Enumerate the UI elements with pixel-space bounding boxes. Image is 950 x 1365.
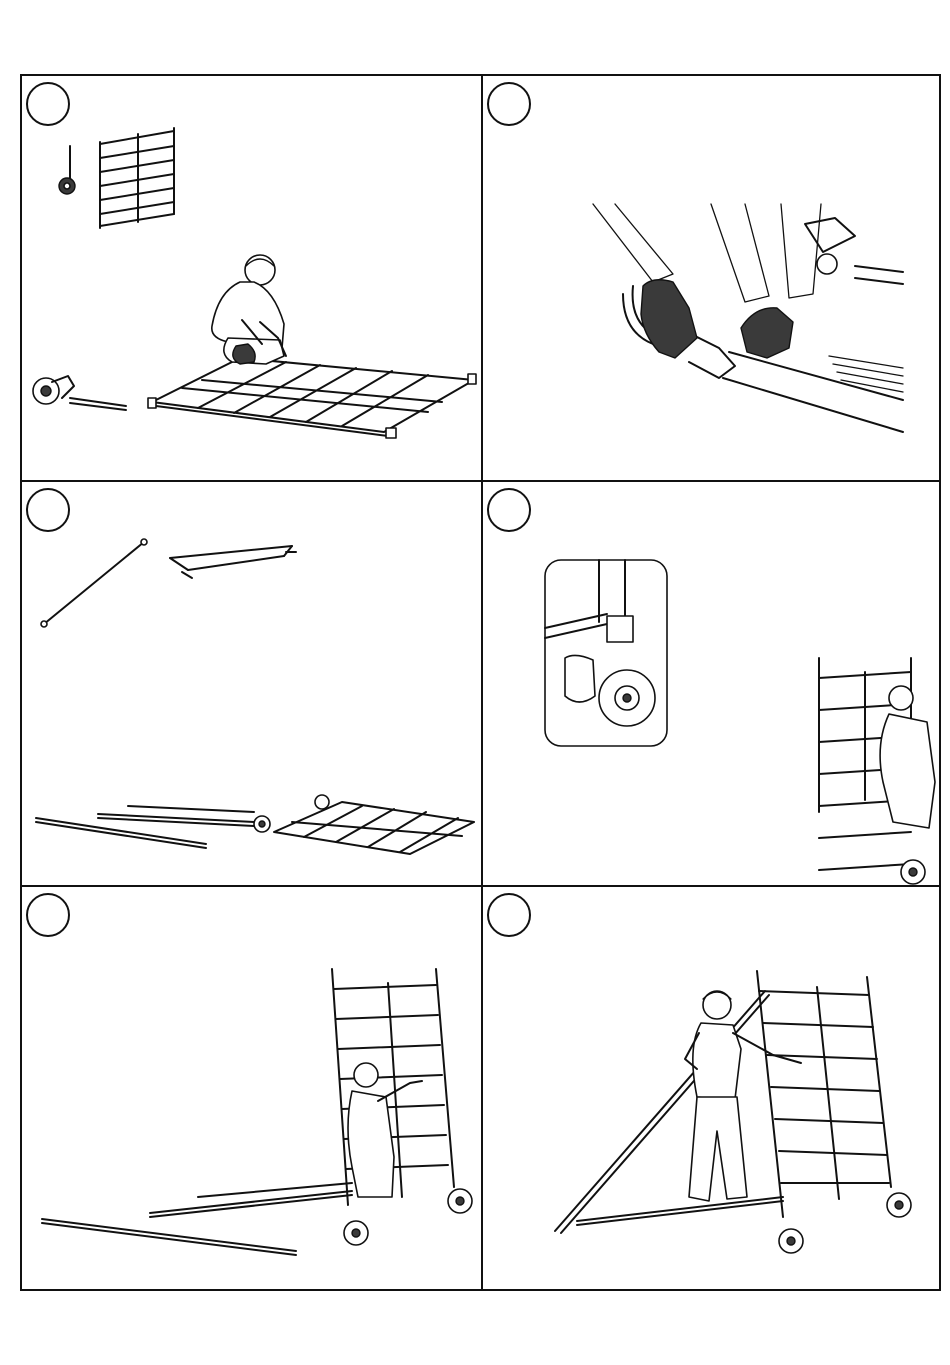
worker-behind-frame-icon <box>348 1063 422 1197</box>
horizontal-brace-part-icon <box>170 546 296 578</box>
diagonal-brace-being-fitted-icon <box>555 991 783 1233</box>
worker-behind-frame-icon <box>880 686 935 884</box>
diagonal-brace-part-icon <box>41 539 147 627</box>
step-6-illustration <box>483 887 941 1289</box>
raised-frame-icon <box>757 971 911 1253</box>
step-1-panel <box>22 76 481 480</box>
left-gloved-hand-icon <box>593 204 697 358</box>
parts-laid-on-floor-icon <box>36 795 474 854</box>
castor-on-floor-icon <box>33 376 126 410</box>
step-2-illustration <box>483 76 941 480</box>
castor-part-icon <box>59 146 75 194</box>
braces-on-floor-icon <box>42 1183 352 1255</box>
frame-laid-flat-icon <box>148 358 476 438</box>
step-5-illustration <box>22 887 481 1289</box>
standing-worker-icon <box>685 991 801 1201</box>
step-1-illustration <box>22 76 481 480</box>
step-3-illustration <box>22 482 481 885</box>
castor-detail-inset-icon <box>545 560 667 746</box>
step-2-panel <box>483 76 941 480</box>
step-5-panel <box>22 887 481 1289</box>
right-gloved-hand-icon <box>711 204 821 358</box>
step-4-panel <box>483 482 941 885</box>
kneeling-worker-icon <box>212 255 286 364</box>
step-3-panel <box>22 482 481 885</box>
ladder-frame-part-icon <box>100 128 174 228</box>
step-4-illustration <box>483 482 941 885</box>
step-6-panel <box>483 887 941 1289</box>
panel-grid <box>20 74 941 1291</box>
